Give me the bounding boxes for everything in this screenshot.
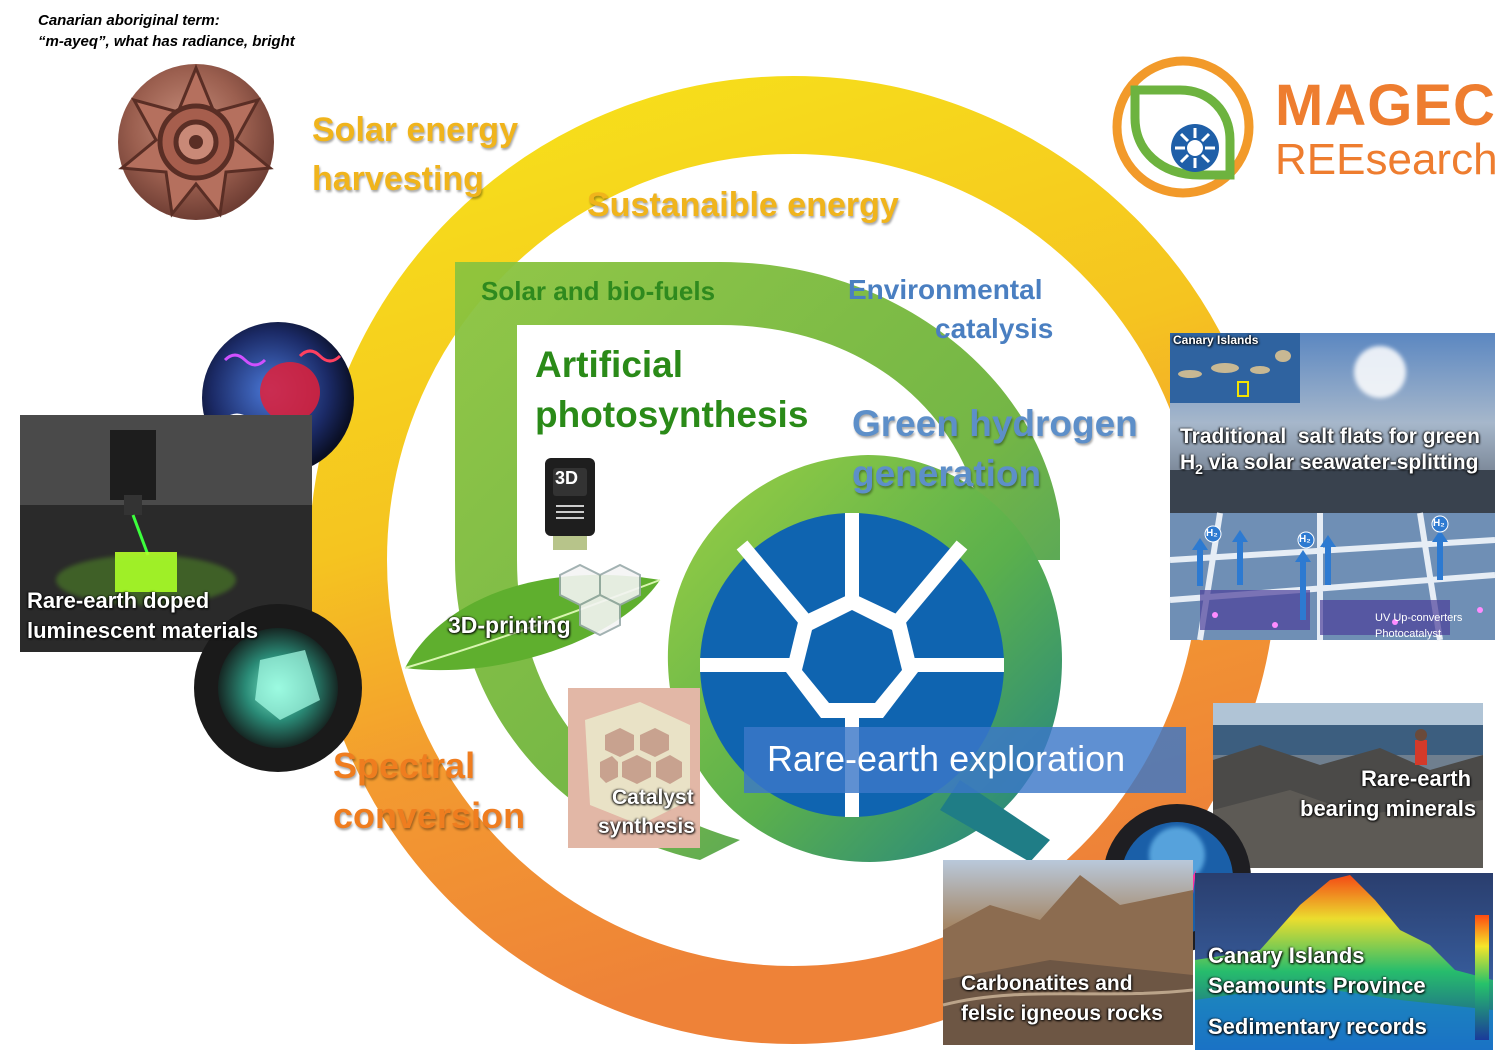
salt-flats-caption: Traditional salt flats for green H2 via …	[1180, 424, 1480, 479]
label-spectral-2: conversion	[333, 795, 526, 836]
label-salt-flats-1: Traditional salt flats for green	[1180, 425, 1480, 448]
carbonatites-photo	[942, 860, 1194, 1045]
label-solar-harvesting-2: harvesting	[312, 160, 484, 198]
label-green-h2-2: generation	[852, 453, 1042, 494]
label-minerals-2: bearing minerals	[1300, 796, 1477, 821]
label-3d-printing: 3D-printing	[448, 612, 571, 638]
label-rare-earth-exploration: Rare-earth exploration	[767, 738, 1126, 779]
swirl-tail	[940, 780, 1050, 862]
printer-badge: 3D	[555, 468, 579, 488]
green-leaf	[455, 262, 1060, 860]
label-carbonatites-1: Carbonatites and	[961, 972, 1133, 995]
h2-symbol: H	[1180, 451, 1196, 475]
label-luminescent-1: Rare-earth doped	[27, 588, 210, 613]
label-salt-flats-2: H2 via solar seawater-splitting	[1180, 450, 1480, 479]
note-line-2: “m-ayeq”, what has radiance, bright	[38, 33, 295, 50]
glowing-sample	[194, 604, 362, 772]
leaf-printing-illustration	[404, 563, 661, 671]
salt-flats-rest: via solar seawater-splitting	[1202, 451, 1479, 475]
label-sustainable-energy: Sustanaible energy	[587, 186, 899, 224]
label-solar-biofuels: Solar and bio-fuels	[481, 276, 716, 306]
label-canary-map: Canary Islands	[1173, 333, 1259, 347]
label-catalyst-1: Catalyst	[612, 786, 694, 809]
label-photocatalyst: Photocatalyst	[1375, 628, 1442, 640]
salt-flats-photo	[1170, 333, 1495, 513]
logo-title: MAGEC	[1275, 73, 1496, 138]
h2-splitting-illustration	[1169, 512, 1496, 641]
label-uv-upconverters: UV Up-converters	[1375, 612, 1463, 624]
h2-tag-2: H₂	[1299, 534, 1311, 545]
label-minerals-1: Rare-earth	[1361, 766, 1472, 791]
h2-tag-1: H₂	[1206, 528, 1218, 539]
3d-printer-icon	[545, 458, 595, 550]
label-artificial-1: Artificial	[535, 344, 684, 385]
logo-subtitle: REEsearch	[1275, 135, 1498, 184]
label-artificial-2: photosynthesis	[535, 394, 809, 435]
label-environmental-2: catalysis	[935, 313, 1054, 344]
minerals-photo	[1213, 703, 1483, 868]
note-line-1: Canarian aboriginal term:	[38, 12, 220, 29]
magec-logo	[1112, 56, 1254, 198]
label-seamounts-2: Seamounts Province	[1208, 973, 1426, 998]
label-spectral-1: Spectral	[333, 745, 476, 786]
seamounts-photo	[1195, 873, 1493, 1050]
label-environmental-1: Environmental	[848, 274, 1043, 305]
label-solar-harvesting-1: Solar energy	[312, 111, 518, 149]
h2-subscript: 2	[1195, 461, 1203, 478]
label-carbonatites-2: felsic igneous rocks	[961, 1002, 1163, 1025]
label-seamounts-1: Canary Islands	[1208, 943, 1365, 968]
rare-earth-exploration-banner	[744, 727, 1186, 793]
label-luminescent-2: luminescent materials	[27, 618, 259, 643]
pintadera-stamp	[118, 64, 274, 220]
label-green-h2-1: Green hydrogen	[852, 403, 1138, 444]
catalyst-photo	[568, 688, 700, 848]
label-sedimentary: Sedimentary records	[1208, 1014, 1427, 1039]
h2-tag-3: H₂	[1433, 518, 1445, 529]
label-catalyst-2: synthesis	[598, 815, 695, 838]
